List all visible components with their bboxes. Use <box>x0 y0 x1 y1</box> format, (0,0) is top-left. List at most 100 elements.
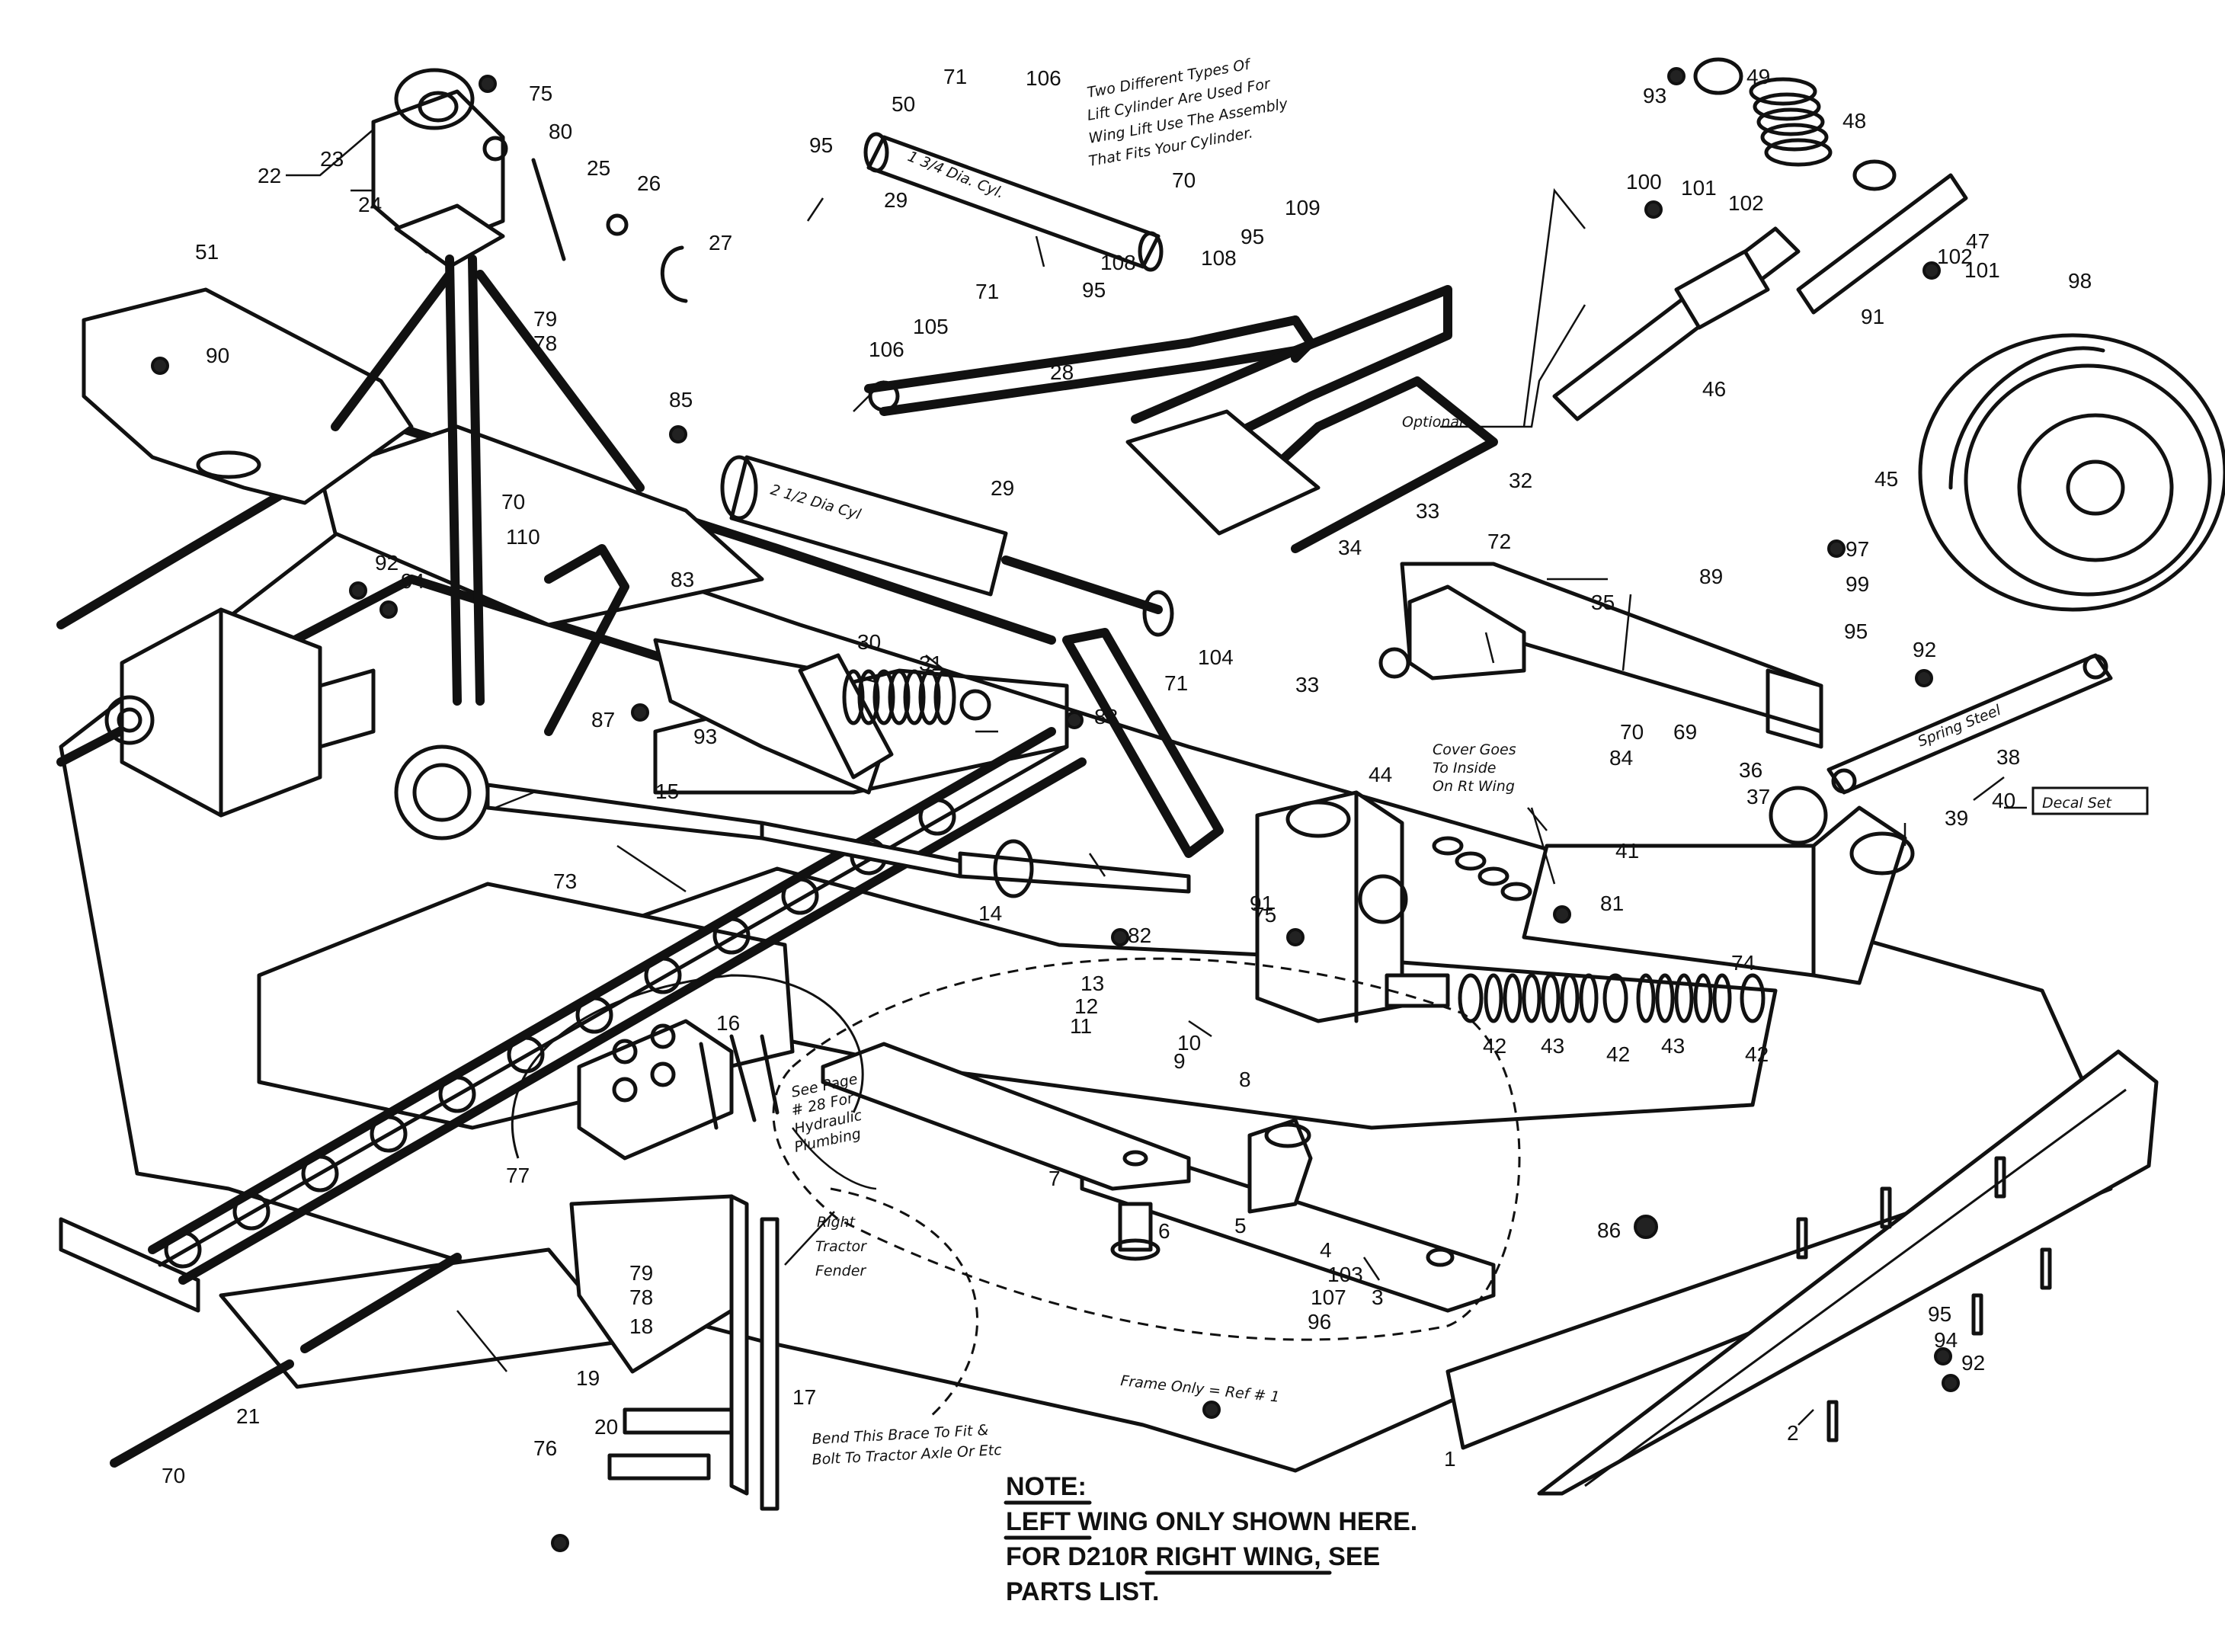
callout-109: 109 <box>1285 196 1321 219</box>
callout-82: 82 <box>1128 924 1151 947</box>
callout-102a: 102 <box>1728 191 1764 215</box>
callout-51: 51 <box>195 240 219 264</box>
callout-13: 13 <box>1080 972 1104 995</box>
callout-50: 50 <box>892 92 915 116</box>
callout-88: 88 <box>1094 705 1118 728</box>
callout-22: 22 <box>258 164 281 187</box>
callout-15: 15 <box>655 780 679 803</box>
callout-94a: 94 <box>401 569 424 593</box>
hardware <box>151 67 1960 1552</box>
callout-73: 73 <box>553 869 577 893</box>
callout-43b: 43 <box>1661 1034 1685 1058</box>
note-line-1: LEFT WING ONLY SHOWN HERE. <box>1006 1507 1417 1536</box>
spindle-6 <box>1110 1202 1161 1261</box>
callout-77: 77 <box>506 1164 530 1187</box>
callout-35: 35 <box>1591 591 1615 614</box>
callout-99: 99 <box>1846 572 1869 596</box>
wheel-45 <box>1918 333 2225 612</box>
callout-33b: 33 <box>1295 673 1319 696</box>
callout-76: 76 <box>533 1436 557 1460</box>
fender-label-line-2: Tractor <box>815 1238 867 1255</box>
callout-102b: 102 <box>1937 245 1973 268</box>
callout-94b: 94 <box>1934 1328 1958 1352</box>
note-block: NOTE: LEFT WING ONLY SHOWN HERE. FOR D21… <box>1004 1472 1417 1606</box>
callout-93a: 93 <box>1643 84 1666 107</box>
callout-34: 34 <box>1338 536 1362 559</box>
callout-31: 31 <box>919 652 943 675</box>
driveline <box>394 744 1191 898</box>
callout-106b: 106 <box>869 338 904 361</box>
callout-21: 21 <box>236 1404 260 1428</box>
callout-90: 90 <box>206 344 229 367</box>
callout-28: 28 <box>1050 360 1074 384</box>
callout-70b: 70 <box>501 490 525 514</box>
callout-39: 39 <box>1945 806 1968 830</box>
callout-42c: 42 <box>1745 1042 1769 1066</box>
cylinder-large <box>720 455 1174 637</box>
callout-30: 30 <box>857 630 881 654</box>
tail-wheel-fork-41 <box>1522 786 1915 985</box>
tail-arm-35 <box>1378 562 1823 749</box>
callout-78a: 78 <box>533 331 557 355</box>
callout-48: 48 <box>1842 109 1866 133</box>
callout-93b: 93 <box>693 725 717 748</box>
main-frame <box>56 422 1069 818</box>
callout-79b: 79 <box>629 1261 653 1285</box>
callout-75a: 75 <box>529 82 552 105</box>
callout-103: 103 <box>1327 1263 1363 1286</box>
note-heading: NOTE: <box>1006 1472 1087 1501</box>
callout-92b: 92 <box>1913 638 1936 661</box>
note-line-2: FOR D210R RIGHT WING, SEE <box>1006 1542 1380 1571</box>
callout-41: 41 <box>1615 839 1639 863</box>
callout-71c: 71 <box>1164 671 1188 695</box>
callout-98: 98 <box>2068 269 2092 293</box>
callout-8: 8 <box>1239 1068 1251 1091</box>
callout-29b: 29 <box>991 476 1014 500</box>
spring-steel-bar-38 <box>1826 653 2113 795</box>
callout-75b: 75 <box>1253 903 1276 927</box>
callout-9: 9 <box>1173 1049 1186 1073</box>
callout-96: 96 <box>1308 1310 1331 1333</box>
callout-43a: 43 <box>1541 1034 1564 1058</box>
callout-97: 97 <box>1846 537 1869 561</box>
callout-20: 20 <box>594 1415 618 1439</box>
callout-24: 24 <box>358 193 382 216</box>
callout-29a: 29 <box>884 188 908 212</box>
callout-86: 86 <box>1597 1218 1621 1242</box>
callout-1: 1 <box>1444 1447 1456 1471</box>
callout-72: 72 <box>1487 530 1511 553</box>
optional-bracket <box>1552 57 1968 421</box>
callout-84: 84 <box>1609 746 1633 770</box>
callout-42a: 42 <box>1483 1034 1506 1058</box>
callout-42b: 42 <box>1606 1042 1630 1066</box>
callout-17: 17 <box>792 1385 816 1409</box>
callout-74: 74 <box>1731 951 1755 975</box>
cover-note-line-2: To Inside <box>1433 760 1497 776</box>
rod-21 <box>110 1253 462 1468</box>
callout-70c: 70 <box>1620 720 1644 744</box>
callout-110: 110 <box>506 525 540 549</box>
callout-40: 40 <box>1992 789 2015 812</box>
callout-95e: 95 <box>1928 1302 1951 1326</box>
callout-25: 25 <box>587 156 610 180</box>
callout-33a: 33 <box>1416 499 1439 523</box>
decal-set-label: Decal Set <box>2042 795 2112 812</box>
callout-19: 19 <box>576 1366 600 1390</box>
callout-89: 89 <box>1699 565 1723 588</box>
callout-104: 104 <box>1198 645 1234 669</box>
callout-5: 5 <box>1234 1214 1247 1237</box>
callout-32: 32 <box>1509 469 1532 492</box>
callout-92a: 92 <box>375 551 399 575</box>
part-callouts: 1 2 3 4 5 6 7 8 9 10 11 12 13 14 15 16 1… <box>162 65 2092 1487</box>
cover-note-line-1: Cover Goes <box>1433 741 1516 758</box>
callout-70a: 70 <box>1172 168 1196 192</box>
callout-95b: 95 <box>1241 225 1264 248</box>
callout-105: 105 <box>913 315 949 338</box>
shield-51 <box>82 287 414 505</box>
callout-92c: 92 <box>1961 1351 1985 1375</box>
callout-18: 18 <box>629 1314 653 1338</box>
blade-carrier-3 <box>1080 1118 1496 1313</box>
cylinder-small <box>863 132 1164 272</box>
callout-7: 7 <box>1048 1167 1061 1190</box>
